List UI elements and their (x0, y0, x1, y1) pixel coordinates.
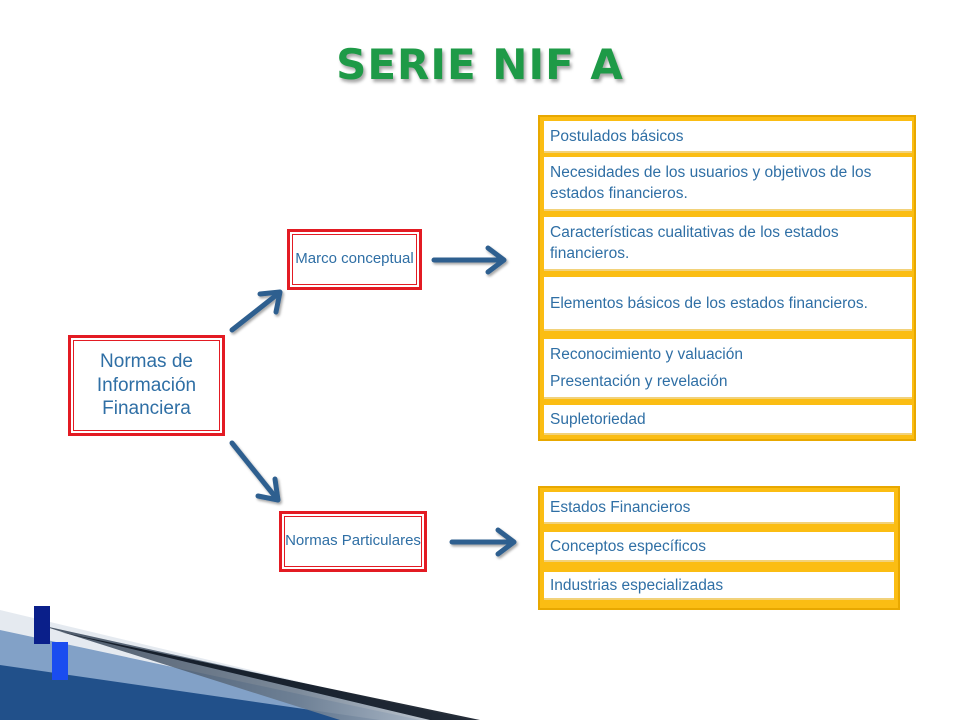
marco-conceptual-panel: Postulados básicos Necesidades de los us… (538, 115, 916, 441)
list-item: Reconocimiento y valuación (550, 346, 743, 364)
list-item: Necesidades de los usuarios y objetivos … (544, 157, 912, 211)
list-item: Industrias especializadas (544, 572, 894, 600)
list-item: Elementos básicos de los estados financi… (544, 277, 912, 331)
list-item: Presentación y revelación (550, 373, 728, 390)
normas-particulares-panel: Estados Financieros Conceptos específico… (538, 486, 900, 610)
root-node: Normas de Información Financiera (68, 335, 225, 436)
root-node-label: Normas de Información Financiera (96, 350, 197, 420)
list-item: Conceptos específicos (544, 532, 894, 562)
slide-title: SERIE NIF A (336, 40, 624, 89)
arrow-particulares-to-list (449, 527, 517, 557)
list-item: Características cualitativas de los esta… (544, 217, 912, 271)
arrow-marco-to-list (431, 245, 507, 275)
list-item: Postulados básicos (544, 121, 912, 153)
branch-node-marco-conceptual: Marco conceptual (287, 229, 422, 290)
branch-node-label: Normas Particulares (285, 532, 421, 550)
list-item-group: Reconocimiento y valuación Presentación … (544, 339, 912, 399)
branch-node-normas-particulares: Normas Particulares (279, 511, 427, 572)
branch-node-label: Marco conceptual (295, 250, 414, 268)
arrow-root-to-particulares (229, 440, 281, 503)
decorative-corner (0, 606, 480, 720)
arrow-root-to-marco (229, 289, 283, 333)
list-item: Estados Financieros (544, 492, 894, 524)
list-item: Supletoriedad (544, 405, 912, 435)
